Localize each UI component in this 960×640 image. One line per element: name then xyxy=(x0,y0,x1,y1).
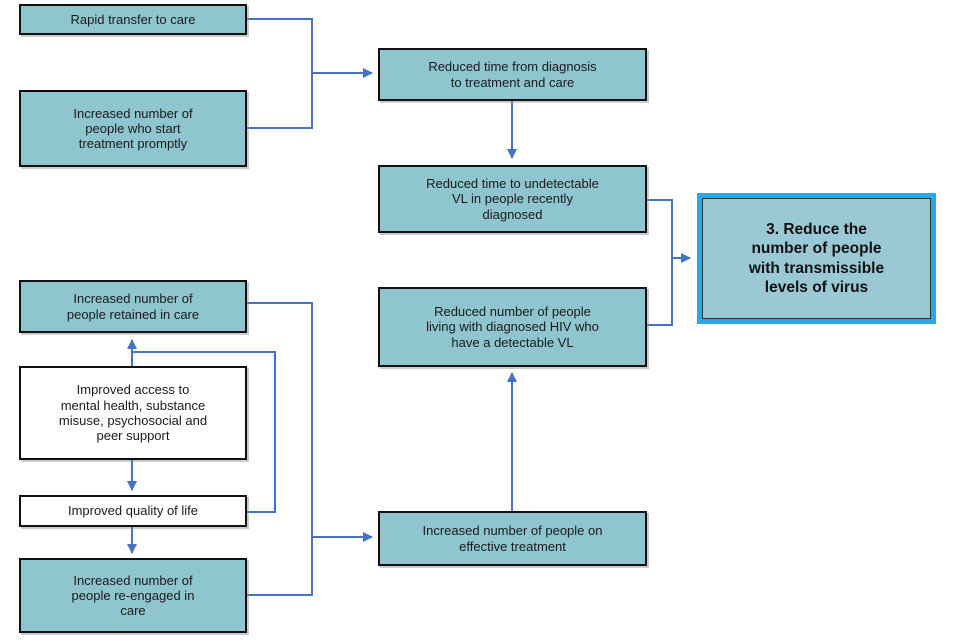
node-outcome-reduce-transmissible-virus: 3. Reduce the number of people with tran… xyxy=(697,193,936,324)
connector-right-bracket xyxy=(647,199,673,326)
node-reduced-time-diagnosis-to-treatment: Reduced time from diagnosis to treatment… xyxy=(378,48,647,101)
node-improved-quality-of-life: Improved quality of life xyxy=(19,495,247,527)
node-label: Improved access to mental health, substa… xyxy=(58,382,208,444)
node-label: 3. Reduce the number of people with tran… xyxy=(748,220,885,296)
node-improved-access-support: Improved access to mental health, substa… xyxy=(19,366,247,460)
node-label: Increased number of people who start tre… xyxy=(73,105,193,152)
node-label: Reduced time from diagnosis to treatment… xyxy=(428,59,597,90)
node-label: Improved quality of life xyxy=(67,503,199,519)
node-rapid-transfer-to-care: Rapid transfer to care xyxy=(19,4,247,35)
node-label: Increased number of people retained in c… xyxy=(66,291,200,322)
node-label: Rapid transfer to care xyxy=(70,11,196,27)
node-label: Increased number of people on effective … xyxy=(422,523,603,554)
node-effective-treatment: Increased number of people on effective … xyxy=(378,511,647,566)
node-reengaged-in-care: Increased number of people re-engaged in… xyxy=(19,558,247,633)
node-reduced-detectable-vl: Reduced number of people living with dia… xyxy=(378,287,647,367)
node-reduced-time-to-undetectable-vl: Reduced time to undetectable VL in peopl… xyxy=(378,165,647,233)
connector-left-bracket xyxy=(247,302,313,596)
node-label: Reduced number of people living with dia… xyxy=(426,304,599,350)
connector-top-bracket xyxy=(247,18,313,129)
node-retained-in-care: Increased number of people retained in c… xyxy=(19,280,247,333)
node-start-treatment-promptly: Increased number of people who start tre… xyxy=(19,90,247,167)
node-label: Reduced time to undetectable VL in peopl… xyxy=(426,176,599,222)
node-label: Increased number of people re-engaged in… xyxy=(71,572,195,619)
